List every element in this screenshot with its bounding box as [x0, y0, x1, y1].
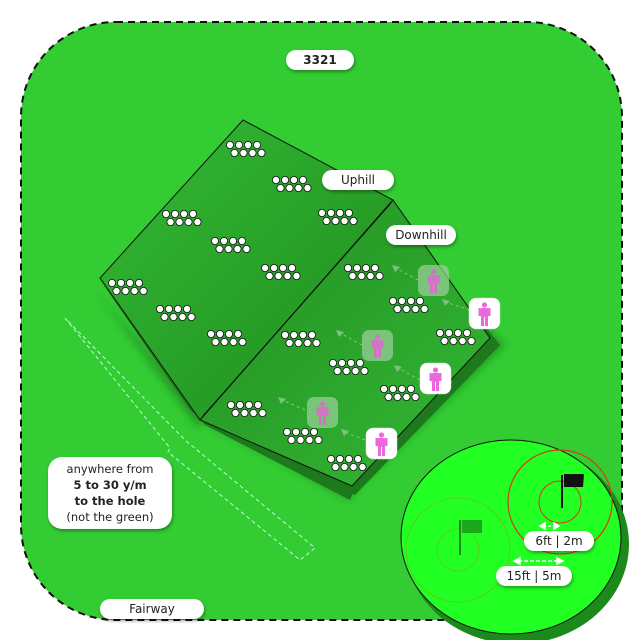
note-line-bold: to the hole — [74, 494, 146, 508]
note-line-bold: 5 to 30 y/m — [73, 478, 147, 492]
note-line: (not the green) — [66, 510, 154, 524]
player — [365, 297, 501, 460]
outer-radius-label: 15ft | 5m — [496, 566, 572, 586]
inner-radius-label: 6ft | 2m — [524, 531, 594, 551]
fairway-label: Fairway — [100, 599, 204, 619]
distance-note: anywhere from 5 to 30 y/m to the hole (n… — [48, 457, 172, 529]
drill-id-badge: 3321 — [286, 50, 354, 70]
note-line: anywhere from — [66, 462, 154, 476]
ghost-player — [307, 265, 449, 428]
downhill-label: Downhill — [386, 225, 456, 245]
putting-green — [400, 439, 622, 635]
uphill-label: Uphill — [322, 170, 394, 190]
